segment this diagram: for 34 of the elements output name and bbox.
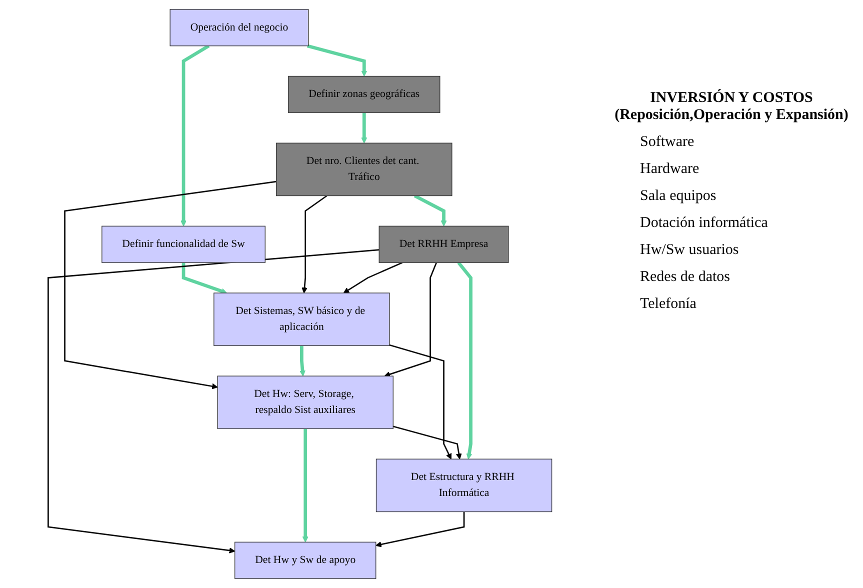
cost-item: Dotación informática	[640, 215, 769, 232]
cost-item: Hw/Sw usuarios	[640, 242, 740, 259]
node-box: Det Estructura y RRHH Informática	[376, 458, 552, 512]
arrow	[302, 195, 328, 294]
node-box: Det RRHH Empresa	[378, 226, 509, 263]
arrow	[414, 194, 447, 226]
node-box: Definir funcionalidad de Sw	[102, 226, 266, 263]
arrow	[302, 428, 308, 542]
arrow	[392, 426, 462, 460]
arrow	[389, 344, 452, 460]
cost-item: Sala equipos	[640, 188, 718, 205]
arrow	[182, 262, 228, 294]
cost-item: Hardware	[640, 161, 700, 178]
arrow	[48, 249, 380, 554]
node-box: Det nro. Clientes det cant. Tráfico	[276, 142, 452, 196]
arrow	[306, 44, 368, 77]
arrow	[384, 262, 438, 378]
node-box: Det Sistemas, SW básico y de aplicación	[214, 292, 390, 346]
section-heading: INVERSIÓN Y COSTOS	[649, 90, 814, 107]
node-box: Det Hw y Sw de apoyo	[234, 542, 376, 579]
arrow	[343, 262, 403, 294]
cost-item: Telefonía	[640, 296, 698, 313]
arrow	[361, 112, 368, 144]
cost-item: Software	[640, 134, 696, 151]
arrow	[64, 180, 276, 390]
section-heading: (Reposición,Operación y Expansión)	[614, 107, 850, 124]
arrow	[457, 262, 472, 460]
arrow	[300, 346, 306, 376]
node-box: Definir zonas geográficas	[288, 76, 440, 114]
arrow	[180, 44, 210, 226]
arrow	[376, 512, 465, 548]
node-box: Operación del negocio	[170, 9, 309, 46]
cost-item: Redes de datos	[640, 269, 731, 286]
node-box: Det Hw: Serv, Storage, respaldo Sist auxiliares	[217, 376, 394, 430]
